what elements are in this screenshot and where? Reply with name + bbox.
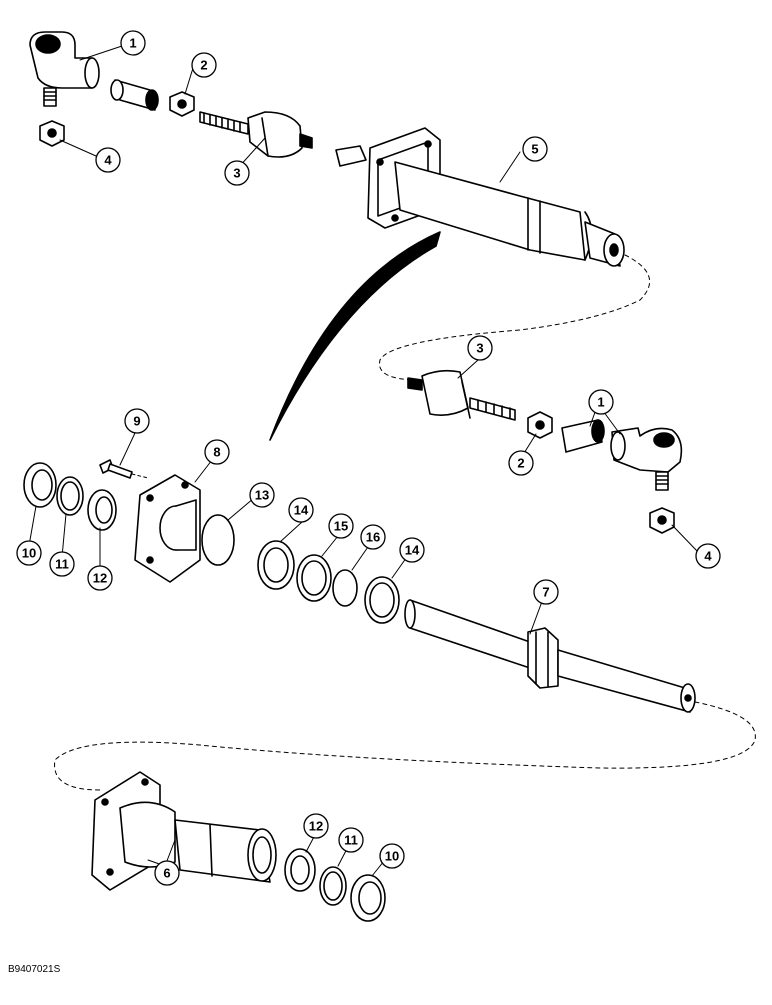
cylinder-barrel-6 bbox=[91, 771, 277, 891]
nut-4-top bbox=[39, 120, 65, 147]
callout-5: 5 bbox=[531, 142, 538, 157]
callout-3: 3 bbox=[476, 341, 483, 356]
seal-10-top bbox=[23, 462, 57, 508]
callout-circles bbox=[16, 30, 721, 886]
wiper-12-bottom bbox=[284, 848, 316, 892]
tie-rod-end-top bbox=[29, 31, 100, 107]
nut-2-right bbox=[527, 411, 553, 439]
callout-4: 4 bbox=[704, 549, 712, 564]
leader-lines bbox=[29, 45, 699, 877]
callout-3: 3 bbox=[233, 166, 240, 181]
o-ring-16 bbox=[332, 569, 358, 607]
callout-2: 2 bbox=[200, 58, 207, 73]
callout-16: 16 bbox=[366, 530, 380, 545]
gland-plate-8 bbox=[134, 474, 201, 583]
callout-13: 13 bbox=[255, 488, 269, 503]
nut-2-top bbox=[169, 91, 195, 117]
callout-12: 12 bbox=[309, 819, 323, 834]
callout-6: 6 bbox=[163, 866, 170, 881]
callout-2: 2 bbox=[517, 456, 524, 471]
callout-7: 7 bbox=[542, 585, 549, 600]
ring-11-top bbox=[56, 476, 84, 516]
steering-cylinder bbox=[335, 127, 625, 267]
seal-15 bbox=[296, 554, 332, 602]
callout-11: 11 bbox=[344, 833, 358, 848]
callout-numbers: 1 2 4 3 5 3 1 2 4 9 8 13 10 11 12 14 15 … bbox=[22, 36, 713, 881]
callout-12: 12 bbox=[93, 571, 107, 586]
piston-rod bbox=[404, 599, 696, 713]
callout-14: 14 bbox=[405, 543, 420, 558]
o-ring-13 bbox=[201, 514, 235, 566]
bearing-14-left bbox=[257, 540, 295, 590]
callout-11: 11 bbox=[55, 557, 69, 572]
inner-tie-rod-top bbox=[199, 111, 313, 158]
tie-rod-end-right bbox=[610, 427, 683, 491]
callout-1: 1 bbox=[129, 36, 136, 51]
assembly-path-line-2 bbox=[54, 701, 756, 791]
wiper-12-top bbox=[87, 489, 117, 531]
callout-14: 14 bbox=[294, 503, 309, 518]
nut-4-right bbox=[649, 507, 675, 534]
callout-8: 8 bbox=[213, 445, 220, 460]
detail-arrow bbox=[269, 231, 441, 441]
callout-1: 1 bbox=[597, 395, 604, 410]
assembly-path-line bbox=[379, 254, 650, 381]
callout-15: 15 bbox=[334, 519, 348, 534]
bearing-14-right bbox=[364, 576, 400, 624]
figure-reference: B9407021S bbox=[8, 964, 61, 975]
callout-10: 10 bbox=[385, 849, 399, 864]
ring-11-bottom bbox=[319, 866, 347, 906]
callout-4: 4 bbox=[104, 153, 112, 168]
inner-tie-rod-right bbox=[407, 369, 516, 421]
sleeve-right bbox=[561, 419, 605, 453]
sleeve-top bbox=[110, 79, 159, 111]
callout-10: 10 bbox=[22, 546, 36, 561]
seal-10-bottom bbox=[350, 874, 386, 922]
callout-9: 9 bbox=[133, 414, 140, 429]
bolt-9 bbox=[99, 459, 133, 479]
